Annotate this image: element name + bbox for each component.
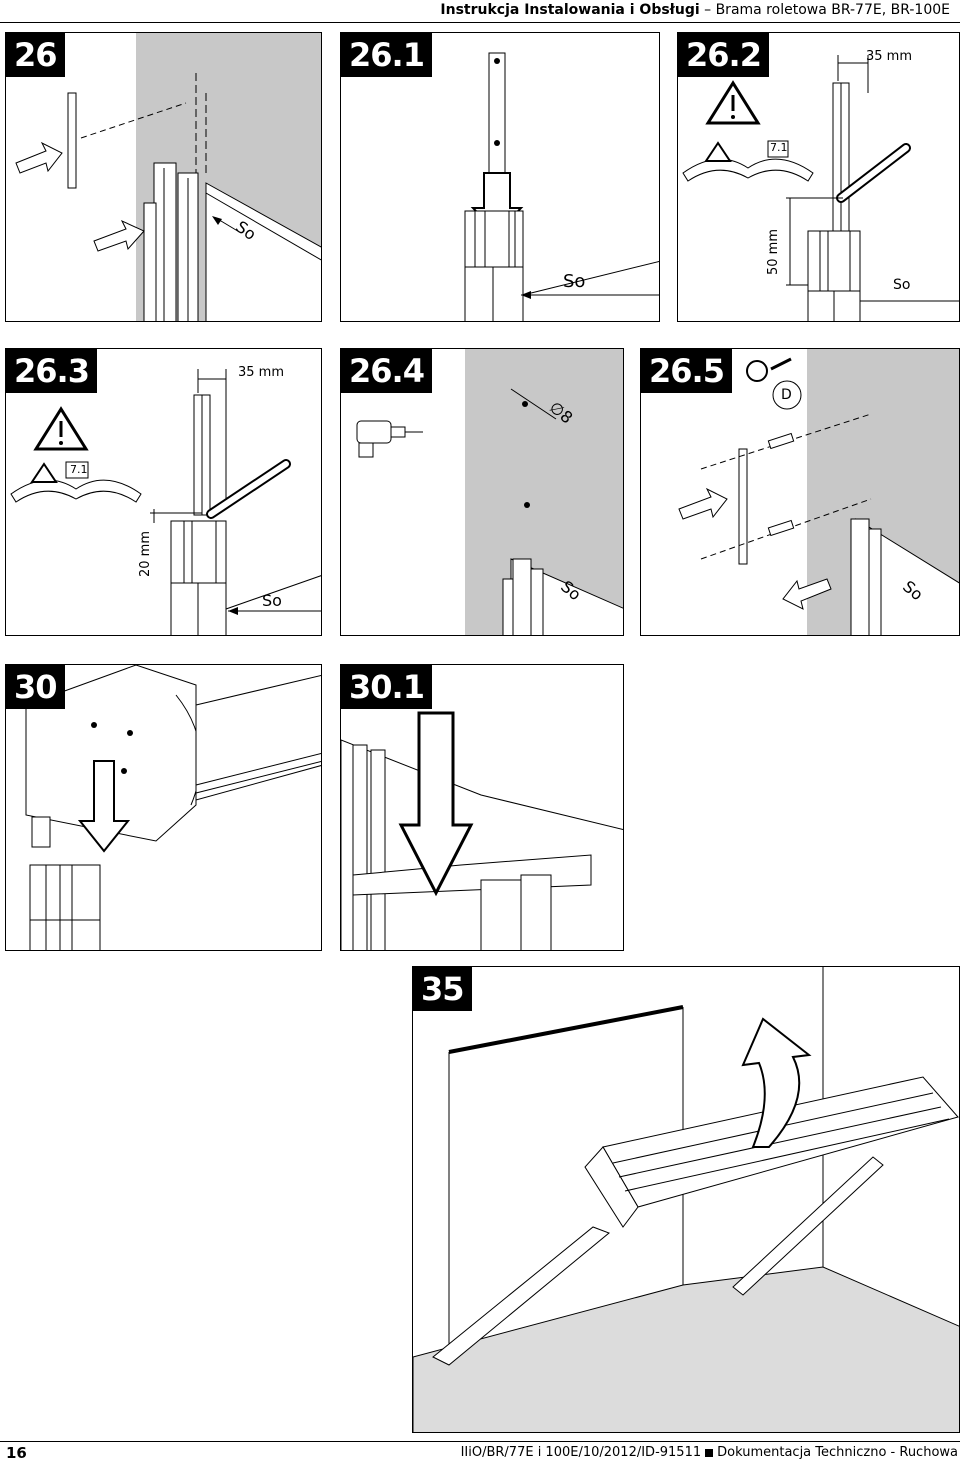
step-number: 26.1 [341, 33, 432, 77]
footer-rule [0, 1441, 960, 1442]
so-label: So [893, 277, 911, 293]
step-26-1-illustration [464, 52, 659, 321]
step-26-illustration [15, 33, 321, 321]
step-30-1-illustration [341, 711, 623, 950]
panel-26-5: 26.5 D So [640, 348, 960, 636]
step-number: 30 [6, 665, 65, 709]
step-number: 35 [413, 967, 472, 1011]
so-label: So [262, 591, 282, 610]
manual-book-icon [682, 158, 814, 182]
panel-26-1: 26.1 So [340, 32, 660, 322]
drill-icon [356, 420, 423, 458]
dimension-top: 35 mm [866, 49, 913, 64]
dimension-side: 50 mm [766, 228, 781, 275]
page-header: Instrukcja Instalowania i Obsługi – Bram… [440, 0, 950, 22]
circle-label: D [781, 387, 792, 403]
book-reference: 7.1 [770, 141, 788, 154]
title-separator: – [704, 2, 712, 18]
step-number: 26.2 [678, 33, 769, 77]
wrench-icon [770, 357, 792, 371]
document-type: Dokumentacja Techniczno - Ruchowa [717, 1445, 958, 1460]
document-subtitle: Brama roletowa BR-77E, BR-100E [715, 2, 950, 18]
book-reference: 7.1 [70, 463, 88, 476]
step-number: 26.4 [341, 349, 432, 393]
manual-book-icon [10, 479, 142, 503]
step-number: 26 [6, 33, 65, 77]
so-label: So [563, 271, 586, 292]
panel-26-3: 26.3 35 mm 7.1 20 mm So [5, 348, 322, 636]
socket-icon [746, 360, 768, 382]
step-number: 30.1 [341, 665, 432, 709]
dimension-top: 35 mm [238, 365, 285, 380]
step-26-3-illustration [10, 369, 321, 635]
panel-35: 35 [412, 966, 960, 1433]
page-number: 16 [6, 1444, 27, 1462]
panel-26: 26 So [5, 32, 322, 322]
page-footer: IIiO/BR/77E i 100E/10/2012/ID-91511 Dokum… [461, 1445, 958, 1460]
step-number: 26.5 [641, 349, 732, 393]
square-bullet-icon [705, 1448, 714, 1457]
step-26-2-illustration [682, 55, 959, 321]
step-26-5-illustration [678, 349, 959, 635]
panel-30: 30 [5, 664, 322, 951]
panel-26-2: 26.2 35 mm 7.1 50 mm So [677, 32, 960, 322]
header-rule [0, 22, 960, 23]
step-35-illustration [413, 967, 959, 1432]
step-26-4-illustration [356, 349, 623, 635]
step-number: 26.3 [6, 349, 97, 393]
panel-30-1: 30.1 [340, 664, 624, 951]
panel-26-4: 26.4 ∅8 So [340, 348, 624, 636]
step-30-illustration [25, 665, 321, 950]
document-code: IIiO/BR/77E i 100E/10/2012/ID-91511 [460, 1445, 702, 1460]
document-title: Instrukcja Instalowania i Obsługi [440, 2, 700, 18]
dimension-side: 20 mm [138, 530, 153, 577]
